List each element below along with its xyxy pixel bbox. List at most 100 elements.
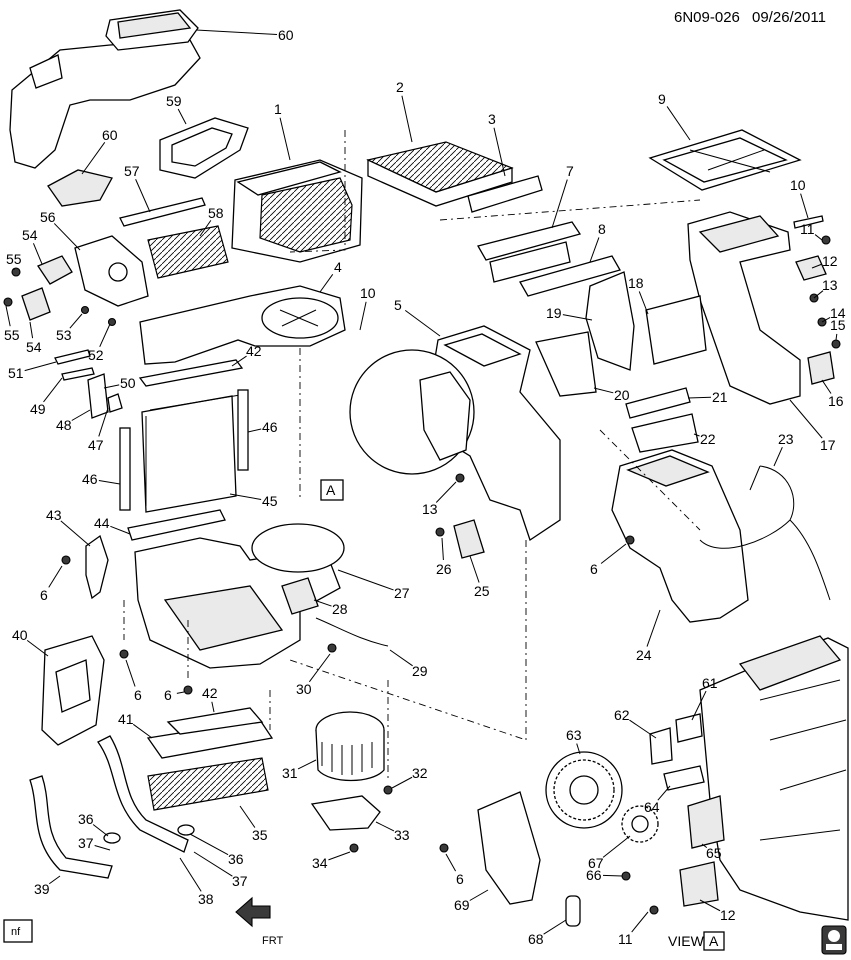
part-6c-screw — [183, 685, 193, 695]
centerline-3 — [289, 130, 346, 253]
detail-callout-box — [320, 479, 344, 501]
leader-c6b — [125, 659, 136, 687]
leader-c41 — [132, 723, 153, 739]
part-4-blower-top — [139, 285, 346, 365]
leader-c13b — [435, 481, 457, 503]
callout-c42a: 42 — [246, 343, 262, 359]
leader-c18 — [638, 291, 649, 315]
part-65-motor — [687, 795, 725, 849]
callout-c12a: 12 — [822, 253, 838, 269]
callout-c54a: 54 — [22, 227, 38, 243]
part-42-seal — [166, 707, 264, 735]
part-34-screw — [349, 843, 359, 853]
part-12b-actuator — [679, 861, 719, 907]
part-19-panel — [585, 271, 635, 371]
callout-c56: 56 — [40, 209, 56, 225]
callout-c31: 31 — [282, 765, 298, 781]
callout-c8: 8 — [598, 221, 606, 237]
leader-c5 — [404, 309, 441, 337]
detail-callout-label: A — [326, 482, 336, 498]
part-35-heater-core — [147, 757, 269, 811]
leader-c6a — [48, 565, 63, 588]
part-55b-screw — [3, 297, 13, 307]
leader-c10b — [359, 301, 367, 331]
part-8-door — [519, 255, 621, 297]
leader-c54a — [32, 243, 43, 265]
leader-c44 — [110, 525, 131, 535]
callout-c60b: 60 — [102, 127, 118, 143]
callout-c61: 61 — [702, 675, 718, 691]
leader-c6d — [600, 543, 627, 564]
callout-c30: 30 — [296, 681, 312, 697]
part-15-screw — [831, 339, 841, 349]
callout-c9: 9 — [658, 91, 666, 107]
part-67-gear — [621, 805, 659, 843]
callout-c3: 3 — [488, 111, 496, 127]
callout-c19: 19 — [546, 305, 562, 321]
leader-c52 — [99, 323, 111, 348]
callout-c6b: 6 — [134, 687, 142, 703]
callout-c45: 45 — [262, 493, 278, 509]
callout-c47: 47 — [88, 437, 104, 453]
part-21-door — [625, 387, 691, 419]
leader-c60b — [81, 142, 106, 175]
callout-c69: 69 — [454, 897, 470, 913]
part-7-door — [477, 221, 582, 261]
callout-c37b: 37 — [232, 873, 248, 889]
part-64-link — [663, 765, 705, 791]
callout-c36b: 36 — [228, 851, 244, 867]
part-24-lower-duct — [611, 449, 749, 623]
callout-c16: 16 — [828, 393, 844, 409]
part-46b-seal — [237, 389, 249, 471]
part-6a-screw — [61, 555, 71, 565]
part-33-bracket — [310, 795, 381, 831]
callout-c25: 25 — [474, 583, 490, 599]
part-45-evaporator — [141, 394, 241, 513]
leader-c7 — [551, 179, 568, 229]
leader-c56 — [53, 223, 81, 251]
part-28-resistor — [281, 577, 319, 615]
part-30-screw — [327, 643, 337, 653]
part-52-screw — [107, 317, 117, 327]
part-66-screw — [621, 871, 631, 881]
callout-c12b: 12 — [720, 907, 736, 923]
part-25-actuator — [453, 519, 485, 559]
part-56-actuator-housing — [74, 235, 149, 307]
callout-c37a: 37 — [78, 835, 94, 851]
leader-c62 — [629, 719, 657, 739]
part-48-bracket — [87, 373, 109, 419]
drawing-date: 09/26/2011 — [752, 9, 826, 26]
centerline-6 — [269, 429, 701, 780]
callout-c55a: 55 — [6, 251, 22, 267]
part-17-duct — [687, 211, 801, 405]
callout-c27: 27 — [394, 585, 410, 601]
front-label: FRT — [262, 935, 283, 947]
leader-c6c — [176, 691, 185, 694]
part-6e-screw — [439, 843, 449, 853]
leader-c54b — [29, 321, 34, 339]
part-22-door — [631, 413, 699, 453]
callout-c32: 32 — [412, 765, 428, 781]
leader-c46a — [98, 479, 121, 485]
callout-c52: 52 — [88, 347, 104, 363]
leader-c68 — [543, 919, 567, 935]
callout-c39: 39 — [34, 881, 50, 897]
callout-c18: 18 — [628, 275, 644, 291]
leader-c39 — [49, 875, 61, 885]
part-54a-actuator — [37, 255, 73, 285]
leader-c24 — [646, 609, 661, 647]
leader-c16 — [821, 379, 832, 394]
part-6b-screw — [119, 649, 129, 659]
leader-c4 — [319, 274, 334, 293]
front-arrow: FRT — [235, 896, 283, 947]
part-12a-actuator — [795, 255, 827, 281]
callout-c65: 65 — [706, 845, 722, 861]
drawing-id: 6N09-026 — [674, 9, 740, 26]
part-11b-screw — [649, 905, 659, 915]
part-51-pin — [54, 349, 91, 365]
centerline-2 — [289, 540, 527, 741]
leader-c32 — [391, 776, 413, 789]
leader-c31 — [297, 759, 317, 770]
leader-c28 — [313, 599, 332, 607]
callout-c46a: 46 — [82, 471, 98, 487]
